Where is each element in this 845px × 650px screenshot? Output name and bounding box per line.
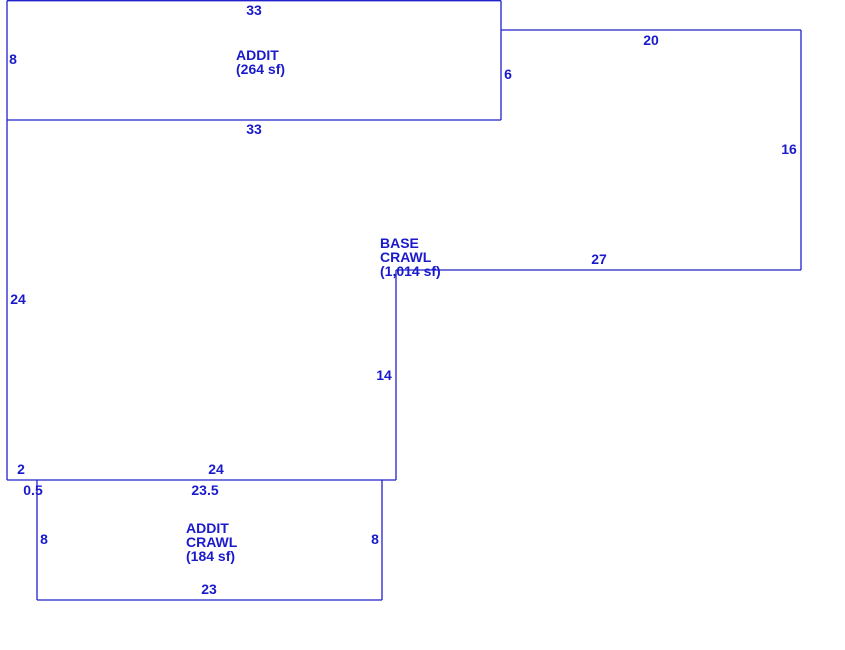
addit-crawl-area-sublabel: CRAWL (186, 534, 238, 550)
base-area-outline (6, 29, 802, 481)
addit-area-size: (264 sf) (236, 61, 285, 77)
dimension-label: 23.5 (191, 482, 218, 498)
dimension-label: 24 (10, 291, 26, 307)
dimension-label: 16 (781, 141, 797, 157)
dimension-label: 23 (201, 581, 217, 597)
base-area-sublabel: CRAWL (380, 249, 432, 265)
dimension-label: 24 (208, 461, 224, 477)
dimension-label: 14 (376, 367, 392, 383)
dimension-label: 20 (643, 32, 659, 48)
base-area-size: (1,014 sf) (380, 263, 441, 279)
dimension-label: 8 (9, 51, 17, 67)
dimension-label: 27 (591, 251, 607, 267)
dimension-label: 33 (246, 121, 262, 137)
addit-area-outline (6, 0, 502, 121)
addit-crawl-area-outline (36, 480, 383, 601)
addit-crawl-area-size: (184 sf) (186, 548, 235, 564)
dimension-label: 8 (40, 531, 48, 547)
dimension-label: 33 (246, 2, 262, 18)
base-area-label: BASE (380, 235, 419, 251)
dimension-label: 8 (371, 531, 379, 547)
addit-area-label: ADDIT (236, 47, 279, 63)
dimension-label: 2 (17, 461, 25, 477)
dimension-label: 0.5 (23, 482, 43, 498)
dimension-label: 6 (504, 66, 512, 82)
addit-crawl-area-label: ADDIT (186, 520, 229, 536)
